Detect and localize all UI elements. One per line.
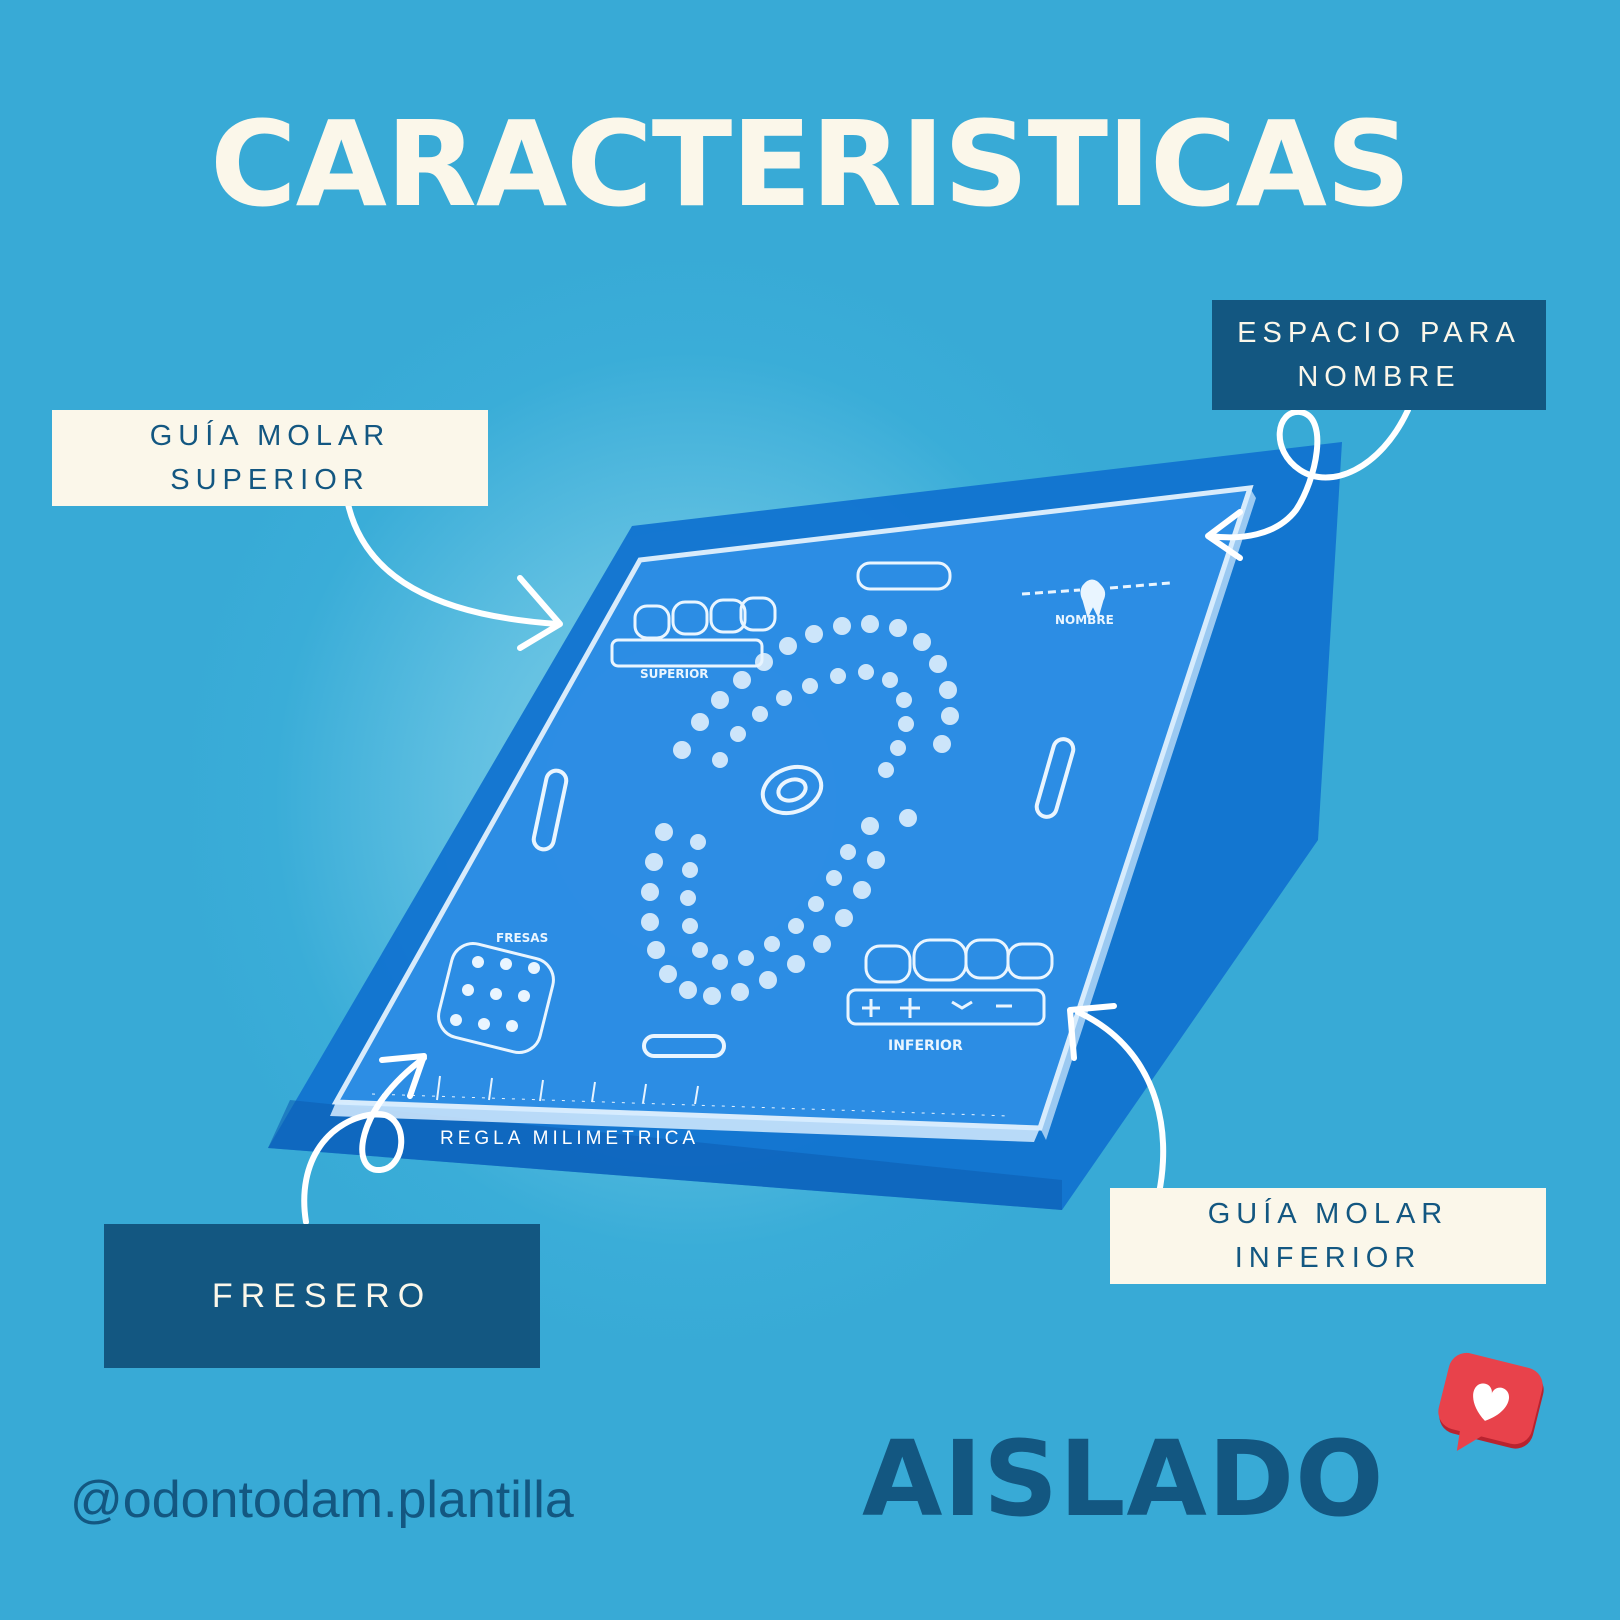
slot-right xyxy=(1034,737,1076,819)
inferior-molar-guide xyxy=(846,938,1054,1026)
ruler-caption: REGLA MILIMETRICA xyxy=(440,1128,700,1149)
ruler-ticks xyxy=(371,1075,1011,1117)
inferior-emboss: INFERIOR xyxy=(888,1038,963,1054)
label-guia-molar-superior: GUÍA MOLAR SUPERIOR xyxy=(52,410,488,506)
arrow-superior xyxy=(343,491,561,627)
lower-arch xyxy=(641,809,917,1005)
label-guia-inferior-line2: INFERIOR xyxy=(1234,1242,1422,1274)
slot-left xyxy=(531,768,569,852)
label-guia-superior-line2: SUPERIOR xyxy=(170,464,370,496)
label-guia-inferior-line1: GUÍA MOLAR xyxy=(1207,1198,1449,1230)
bur-holder xyxy=(437,942,555,1054)
nombre-emboss: NOMBRE xyxy=(1055,613,1114,627)
label-guia-superior-line1: GUÍA MOLAR xyxy=(149,420,391,452)
logo-emboss xyxy=(856,561,952,591)
upper-arch xyxy=(673,615,959,778)
tooth-icon xyxy=(1080,579,1106,619)
label-guia-molar-inferior: GUÍA MOLAR INFERIOR xyxy=(1110,1188,1546,1284)
arrow-fresero xyxy=(301,1055,427,1225)
page-title: CARACTERISTICAS xyxy=(210,95,1411,233)
superior-emboss: SUPERIOR xyxy=(640,667,709,681)
label-espacio-line1: ESPACIO PARA xyxy=(1237,317,1521,349)
slot-bottom xyxy=(642,1034,726,1058)
label-fresero-text: FRESERO xyxy=(211,1277,433,1315)
label-espacio-line2: NOMBRE xyxy=(1297,361,1461,393)
fresas-emboss: FRESAS xyxy=(496,931,548,945)
arrow-nombre xyxy=(1207,407,1411,541)
heart-notification-icon xyxy=(1438,1352,1544,1451)
center-clamp xyxy=(760,764,824,816)
label-espacio-para-nombre: ESPACIO PARA NOMBRE xyxy=(1212,300,1546,410)
social-handle: @odontodam.plantilla xyxy=(70,1471,574,1529)
product-name: AISLADO xyxy=(862,1418,1385,1540)
superior-molar-guide xyxy=(610,596,777,668)
label-fresero: FRESERO xyxy=(104,1224,540,1368)
